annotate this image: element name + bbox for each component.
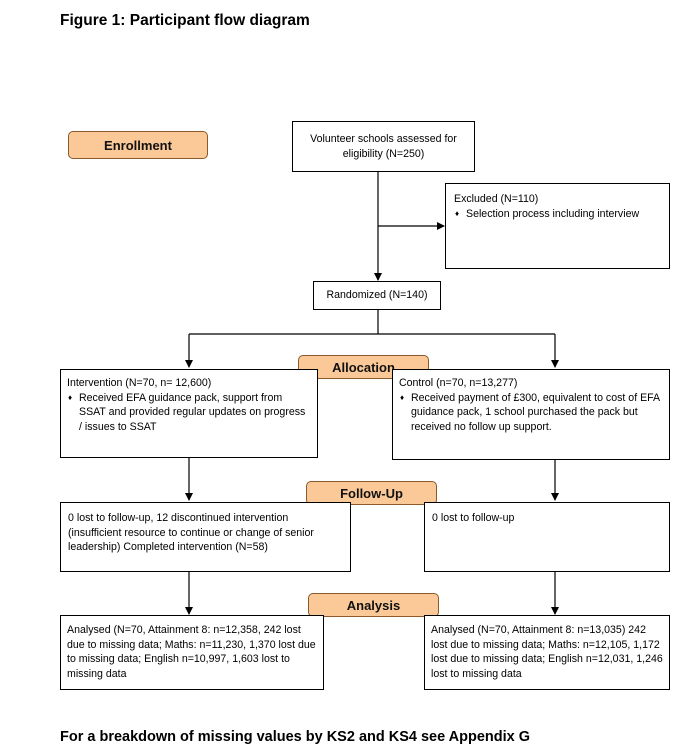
analysis-intervention-box: Analysed (N=70, Attainment 8: n=12,358, … xyxy=(60,615,324,690)
excluded-bullets: Selection process including interview xyxy=(454,207,661,222)
analysis-intervention-text: Analysed (N=70, Attainment 8: n=12,358, … xyxy=(67,624,316,680)
assessed-text: Volunteer schools assessed for eligibili… xyxy=(310,133,457,160)
followup-intervention-text: 0 lost to follow-up, 12 discontinued int… xyxy=(68,512,314,553)
randomized-box: Randomized (N=140) xyxy=(313,281,441,310)
intervention-bullet-1: Received EFA guidance pack, support from… xyxy=(67,391,311,435)
stage-follow-up: Follow-Up xyxy=(306,481,437,505)
stage-allocation: Allocation xyxy=(298,355,429,379)
excluded-bullet-1: Selection process including interview xyxy=(454,207,661,222)
control-bullet-1: Received payment of £300, equivalent to … xyxy=(399,391,663,435)
followup-control-box: 0 lost to follow-up xyxy=(424,502,670,572)
stage-enrollment: Enrollment xyxy=(68,131,208,159)
assessed-box: Volunteer schools assessed for eligibili… xyxy=(292,121,475,172)
excluded-heading: Excluded (N=110) xyxy=(454,193,539,205)
followup-intervention-box: 0 lost to follow-up, 12 discontinued int… xyxy=(60,502,351,572)
analysis-control-text: Analysed (N=70, Attainment 8: n=13,035) … xyxy=(431,624,663,680)
intervention-heading: Intervention (N=70, n= 12,600) xyxy=(67,377,212,389)
excluded-box: Excluded (N=110) Selection process inclu… xyxy=(445,183,670,269)
control-bullets: Received payment of £300, equivalent to … xyxy=(399,391,663,435)
analysis-control-box: Analysed (N=70, Attainment 8: n=13,035) … xyxy=(424,615,670,690)
control-box: Control (n=70, n=13,277) Received paymen… xyxy=(392,369,670,460)
intervention-box: Intervention (N=70, n= 12,600) Received … xyxy=(60,369,318,458)
control-heading: Control (n=70, n=13,277) xyxy=(399,377,518,389)
followup-control-text: 0 lost to follow-up xyxy=(432,512,515,524)
stage-analysis: Analysis xyxy=(308,593,439,617)
footer-note: For a breakdown of missing values by KS2… xyxy=(60,729,531,745)
figure-title: Figure 1: Participant flow diagram xyxy=(60,12,310,29)
randomized-text: Randomized (N=140) xyxy=(326,289,428,302)
intervention-bullets: Received EFA guidance pack, support from… xyxy=(67,391,311,435)
